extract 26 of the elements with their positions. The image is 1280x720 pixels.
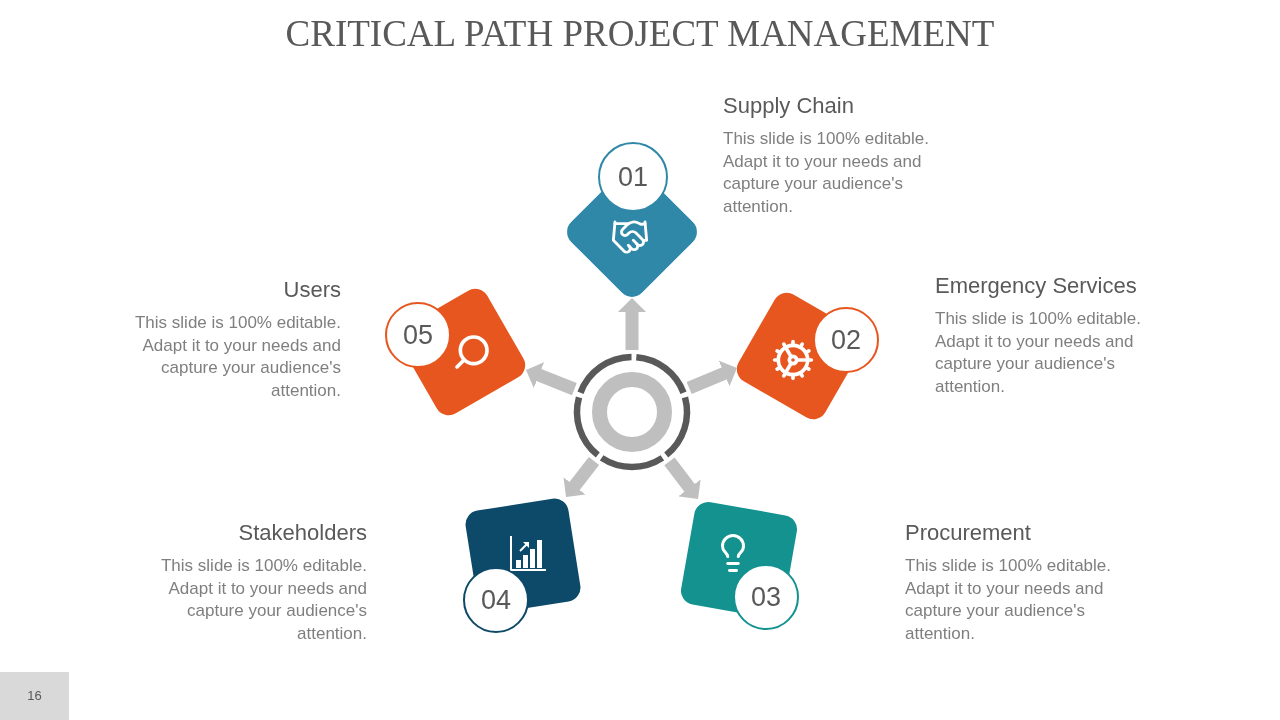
number-badge: 01 (598, 142, 668, 212)
arrow (664, 457, 701, 499)
tile-description: This slide is 100% editable. Adapt it to your needs and capture your audience's attention. (723, 128, 930, 218)
number-badge: 05 (385, 302, 451, 368)
numbered-tile (681, 499, 799, 630)
tile-heading: Supply Chain (723, 93, 855, 119)
tile-description: This slide is 100% editable. Adapt it to your needs and capture your audience's attention. (134, 312, 341, 402)
numbered-tile (385, 286, 526, 418)
number-badge: 04 (463, 567, 529, 633)
tile-description: This slide is 100% editable. Adapt it to your needs and capture your audience's attention. (935, 308, 1142, 398)
tile-heading: Stakeholders (237, 520, 367, 546)
tile-heading: Users (282, 277, 341, 303)
arrow (686, 360, 737, 395)
arrow (563, 456, 600, 497)
tile-description: This slide is 100% editable. Adapt it to your needs and capture your audience's attention. (905, 555, 1112, 645)
numbered-tile (463, 497, 582, 633)
numbered-tile (566, 142, 698, 298)
number-badge: 03 (733, 564, 799, 630)
arrow (618, 298, 646, 350)
slide-title: CRITICAL PATH PROJECT MANAGEMENT (285, 12, 995, 56)
tile-heading: Emergency Services (935, 273, 1138, 299)
number-badge: 02 (813, 307, 879, 373)
arrow (526, 362, 577, 396)
page-number: 16 (0, 672, 69, 720)
tile-heading: Procurement (905, 520, 1032, 546)
tile-description: This slide is 100% editable. Adapt it to your needs and capture your audience's attention. (160, 555, 367, 645)
